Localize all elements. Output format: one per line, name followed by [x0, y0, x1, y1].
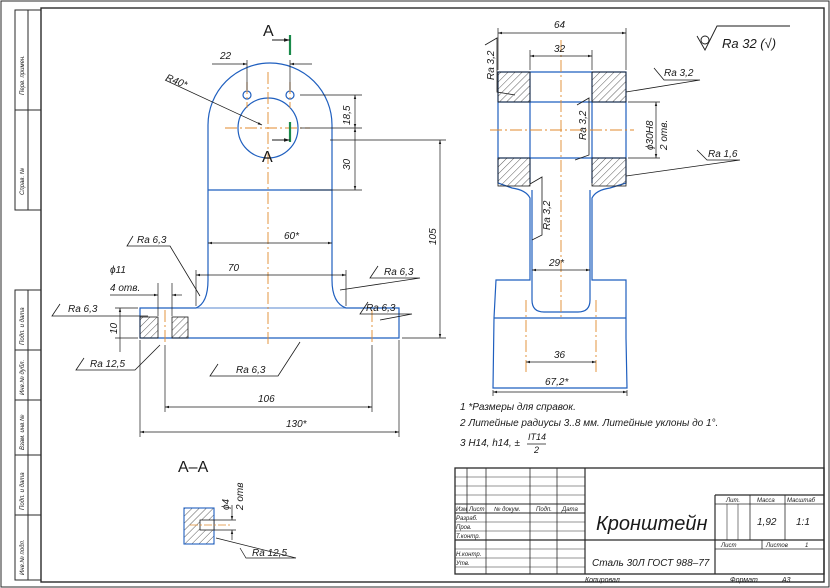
dim-64: 64 [554, 20, 566, 31]
dim-29: 29* [548, 258, 565, 269]
side-label-repl-inv: Взам. инв.№ [19, 414, 26, 450]
roughness-r32-b: Ra 3,2 [664, 68, 694, 79]
general-roughness-label: Ra 32 (√) [722, 36, 776, 51]
dim-32: 32 [554, 44, 566, 55]
tb-row-developed: Разраб. [456, 516, 478, 522]
tb-row-approved: Утв. [455, 561, 470, 567]
side-view [492, 71, 628, 389]
side-label-orig-inv: Инв.№ подл. [19, 539, 26, 575]
side-label-dup-inv: Инв.№ дубл. [19, 360, 26, 395]
dim-r40: R40* [164, 73, 190, 92]
dim-section-count: 2 отв [235, 483, 246, 511]
front-roughness-labels: Ra 6,3 Ra 6,3 Ra 12,5 Ra 6,3 Ra 6,3 Ra 6… [68, 235, 414, 376]
tb-scale: Масштаб [787, 498, 816, 504]
tb-head-change: Изм [456, 507, 467, 513]
material: Сталь 30Л ГОСТ 988–77 [592, 558, 710, 569]
front-dimension-lines [110, 60, 446, 437]
tb-head-sheet: Лист [468, 507, 484, 513]
roughness-r125-b: Ra 12,5 [252, 548, 287, 559]
section-title: А–А [178, 459, 209, 476]
dim-hole-count: 4 отв. [110, 283, 140, 294]
front-hatch [139, 316, 189, 339]
tb-sheets: Листов [765, 543, 788, 549]
tb-copied: Копировал [585, 577, 620, 584]
technical-notes: 1 *Размеры для справок. 2 Литейные радиу… [459, 402, 718, 455]
side-hatch [497, 71, 627, 187]
dim-106: 106 [258, 394, 275, 405]
dim-bore: ϕ30H8 [645, 120, 656, 150]
side-strip [14, 9, 42, 581]
dim-67-2: 67,2* [545, 377, 569, 388]
roughness-r63-c: Ra 6,3 [236, 365, 266, 376]
tb-mass: Масса [757, 498, 775, 504]
side-centerlines [490, 40, 634, 372]
side-roughness-labels: Ra 3,2 Ra 3,2 Ra 3,2 Ra 1,6 Ra 3,2 [486, 50, 738, 230]
tb-format: Формат [730, 577, 758, 584]
dim-10: 10 [109, 322, 120, 334]
tb-scale-value: 1:1 [796, 517, 810, 528]
roughness-r32-a: Ra 3,2 [486, 50, 497, 80]
roughness-r125-a: Ra 12,5 [90, 359, 125, 370]
tb-format-value: А3 [781, 577, 791, 584]
dim-36: 36 [554, 350, 566, 361]
roughness-r63-b: Ra 6,3 [68, 304, 98, 315]
note-3-denominator: 2 [533, 445, 539, 455]
note-3: 3 H14, h14, ± [460, 438, 520, 449]
section-marker-top: A [263, 23, 274, 40]
side-label-sign-date: Подп. и дата [20, 307, 26, 345]
note-2: 2 Литейные радиусы 3..8 мм. Литейные укл… [459, 418, 718, 429]
tb-head-date: Дата [561, 507, 578, 513]
dim-hole-dia: ϕ11 [110, 265, 126, 276]
dim-105: 105 [428, 228, 439, 245]
tb-sheets-value: 1 [805, 543, 808, 549]
dim-bore-count: 2 отв. [659, 120, 670, 151]
section-marker-bottom: A [262, 149, 273, 166]
roughness-r32-c: Ra 3,2 [578, 110, 589, 140]
roughness-r32-d: Ra 3,2 [542, 200, 553, 230]
general-roughness-symbol [696, 25, 790, 51]
check-icon: √ [765, 36, 773, 51]
tb-row-tcontrol: Т.контр. [456, 534, 480, 540]
front-view [139, 62, 400, 339]
side-labels: Перв. примен. Справ. № Подп. и дата Инв.… [19, 55, 26, 575]
dim-22: 22 [219, 51, 232, 62]
side-roughness-leaders [484, 37, 741, 241]
title-block [454, 467, 825, 575]
tb-sheet: Лист [720, 543, 736, 549]
dim-130: 130* [286, 419, 308, 430]
dim-70: 70 [228, 263, 240, 274]
side-dimension-labels: 64 32 ϕ30H8 2 отв. 29* 36 67,2* [545, 20, 670, 388]
tb-row-ncontrol: Н.контр. [456, 552, 481, 558]
title-block-text: Изм Лист № докум. Подп. Дата Разраб. Про… [455, 498, 816, 584]
roughness-r63-a: Ra 6,3 [137, 235, 167, 246]
front-roughness-leaders [51, 235, 421, 377]
dim-18-5: 18,5 [342, 105, 353, 125]
tb-row-checked: Пров. [456, 525, 472, 531]
tb-lit: Лит. [725, 498, 740, 504]
side-dimension-lines [492, 28, 660, 396]
tb-head-docno: № докум. [494, 506, 520, 513]
roughness-r16: Ra 1,6 [708, 149, 738, 160]
dim-60: 60* [284, 231, 300, 242]
section-view [183, 507, 230, 545]
tb-mass-value: 1,92 [757, 517, 777, 528]
section-dimension-lines [214, 505, 297, 559]
tb-head-sign: Подп. [536, 507, 552, 513]
dim-30: 30 [342, 158, 353, 170]
side-label-sign-date-2: Подп. и дата [20, 472, 26, 510]
side-label-ref-no: Справ. № [19, 167, 26, 195]
part-name: Кронштейн [596, 513, 708, 535]
roughness-r63-e: Ra 6,3 [366, 303, 396, 314]
section-markers [272, 35, 292, 142]
roughness-r63-d: Ra 6,3 [384, 267, 414, 278]
note-1: 1 *Размеры для справок. [460, 402, 576, 413]
side-label-first-use: Перв. примен. [20, 55, 26, 95]
note-3-numerator: IT14 [528, 432, 546, 442]
dim-section-dia: ϕ4 [221, 498, 232, 510]
